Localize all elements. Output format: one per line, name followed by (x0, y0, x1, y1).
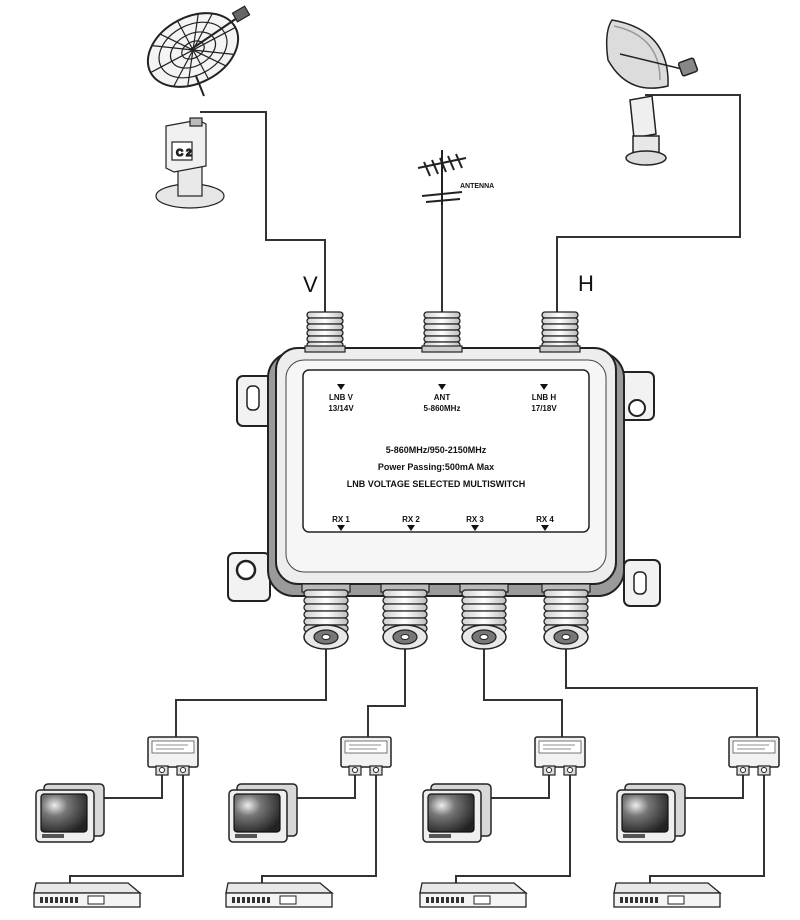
switch-label-panel (302, 369, 590, 533)
input-connectors (304, 311, 581, 353)
cables (69, 94, 765, 883)
cable-rx3-splitter (483, 645, 563, 737)
freq-range-text: 5-860MHz/950-2150MHz (386, 445, 487, 455)
cable-split4-tv (684, 775, 744, 799)
output-rx4-label: RX 4 (536, 515, 554, 524)
input-lnb-h-name: LNB H (532, 393, 557, 402)
cable-split4-rcv (649, 775, 765, 883)
cable-lnb-v (200, 111, 326, 312)
tv-1-icon (35, 783, 105, 843)
antenna-label: ANTENNA (460, 183, 494, 190)
multiswitch: LNB V 13/14V ANT 5-860MHz LNB H 17/18V 5… (227, 347, 661, 607)
input-ant-spec: 5-860MHz (424, 404, 461, 413)
tv-2-icon (228, 783, 298, 843)
v-polarity-label: V (303, 272, 318, 297)
cable-split1-rcv (69, 775, 184, 883)
input-lnb-h-spec: 17/18V (531, 404, 557, 413)
input-lnb-v-name: LNB V (329, 393, 354, 402)
cable-rx4-splitter (565, 645, 758, 737)
switch-type-text: LNB VOLTAGE SELECTED MULTISWITCH (347, 479, 526, 489)
output-connectors (301, 583, 591, 650)
output-rx2-label: RX 2 (402, 515, 420, 524)
cable-split3-rcv (455, 775, 571, 883)
mesh-dish-icon (146, 5, 251, 97)
input-lnb-v-spec: 13/14V (328, 404, 354, 413)
h-polarity-label: H (578, 271, 594, 296)
cable-rx2-splitter (367, 645, 406, 737)
output-connector-rx3 (459, 583, 509, 650)
input-ant-name: ANT (434, 393, 451, 402)
terrestrial-antenna-icon (417, 150, 467, 205)
cable-rx1-splitter (175, 645, 327, 737)
output-connector-rx4 (541, 583, 591, 650)
cable-split1-tv (104, 775, 163, 799)
tv-4-icon (616, 783, 686, 843)
svg-text:C 2: C 2 (176, 148, 192, 159)
splitter-4 (728, 736, 780, 776)
receiver-3-icon (419, 882, 528, 908)
cable-split2-tv (296, 775, 356, 799)
lnb-v-mount-icon: C 2 (155, 117, 225, 209)
receiver-1-icon (33, 882, 142, 908)
output-rx1-label: RX 1 (332, 515, 350, 524)
power-passing-text: Power Passing:500mA Max (378, 462, 494, 472)
tv-3-icon (422, 783, 492, 843)
splitter-2 (340, 736, 392, 776)
splitter-3 (534, 736, 586, 776)
cable-split2-rcv (261, 775, 377, 883)
splitter-1 (147, 736, 199, 776)
output-rx3-label: RX 3 (466, 515, 484, 524)
cable-lnb-h (556, 94, 741, 312)
output-connector-rx1 (301, 583, 351, 650)
receiver-2-icon (225, 882, 334, 908)
solid-dish-icon (605, 19, 699, 166)
output-connector-rx2 (380, 583, 430, 650)
input-connector-lnb-v (304, 311, 346, 353)
cable-split3-tv (490, 775, 550, 799)
input-connector-lnb-h (539, 311, 581, 353)
receiver-endpoints (33, 736, 780, 908)
input-connector-ant (421, 311, 463, 353)
receiver-4-icon (613, 882, 722, 908)
